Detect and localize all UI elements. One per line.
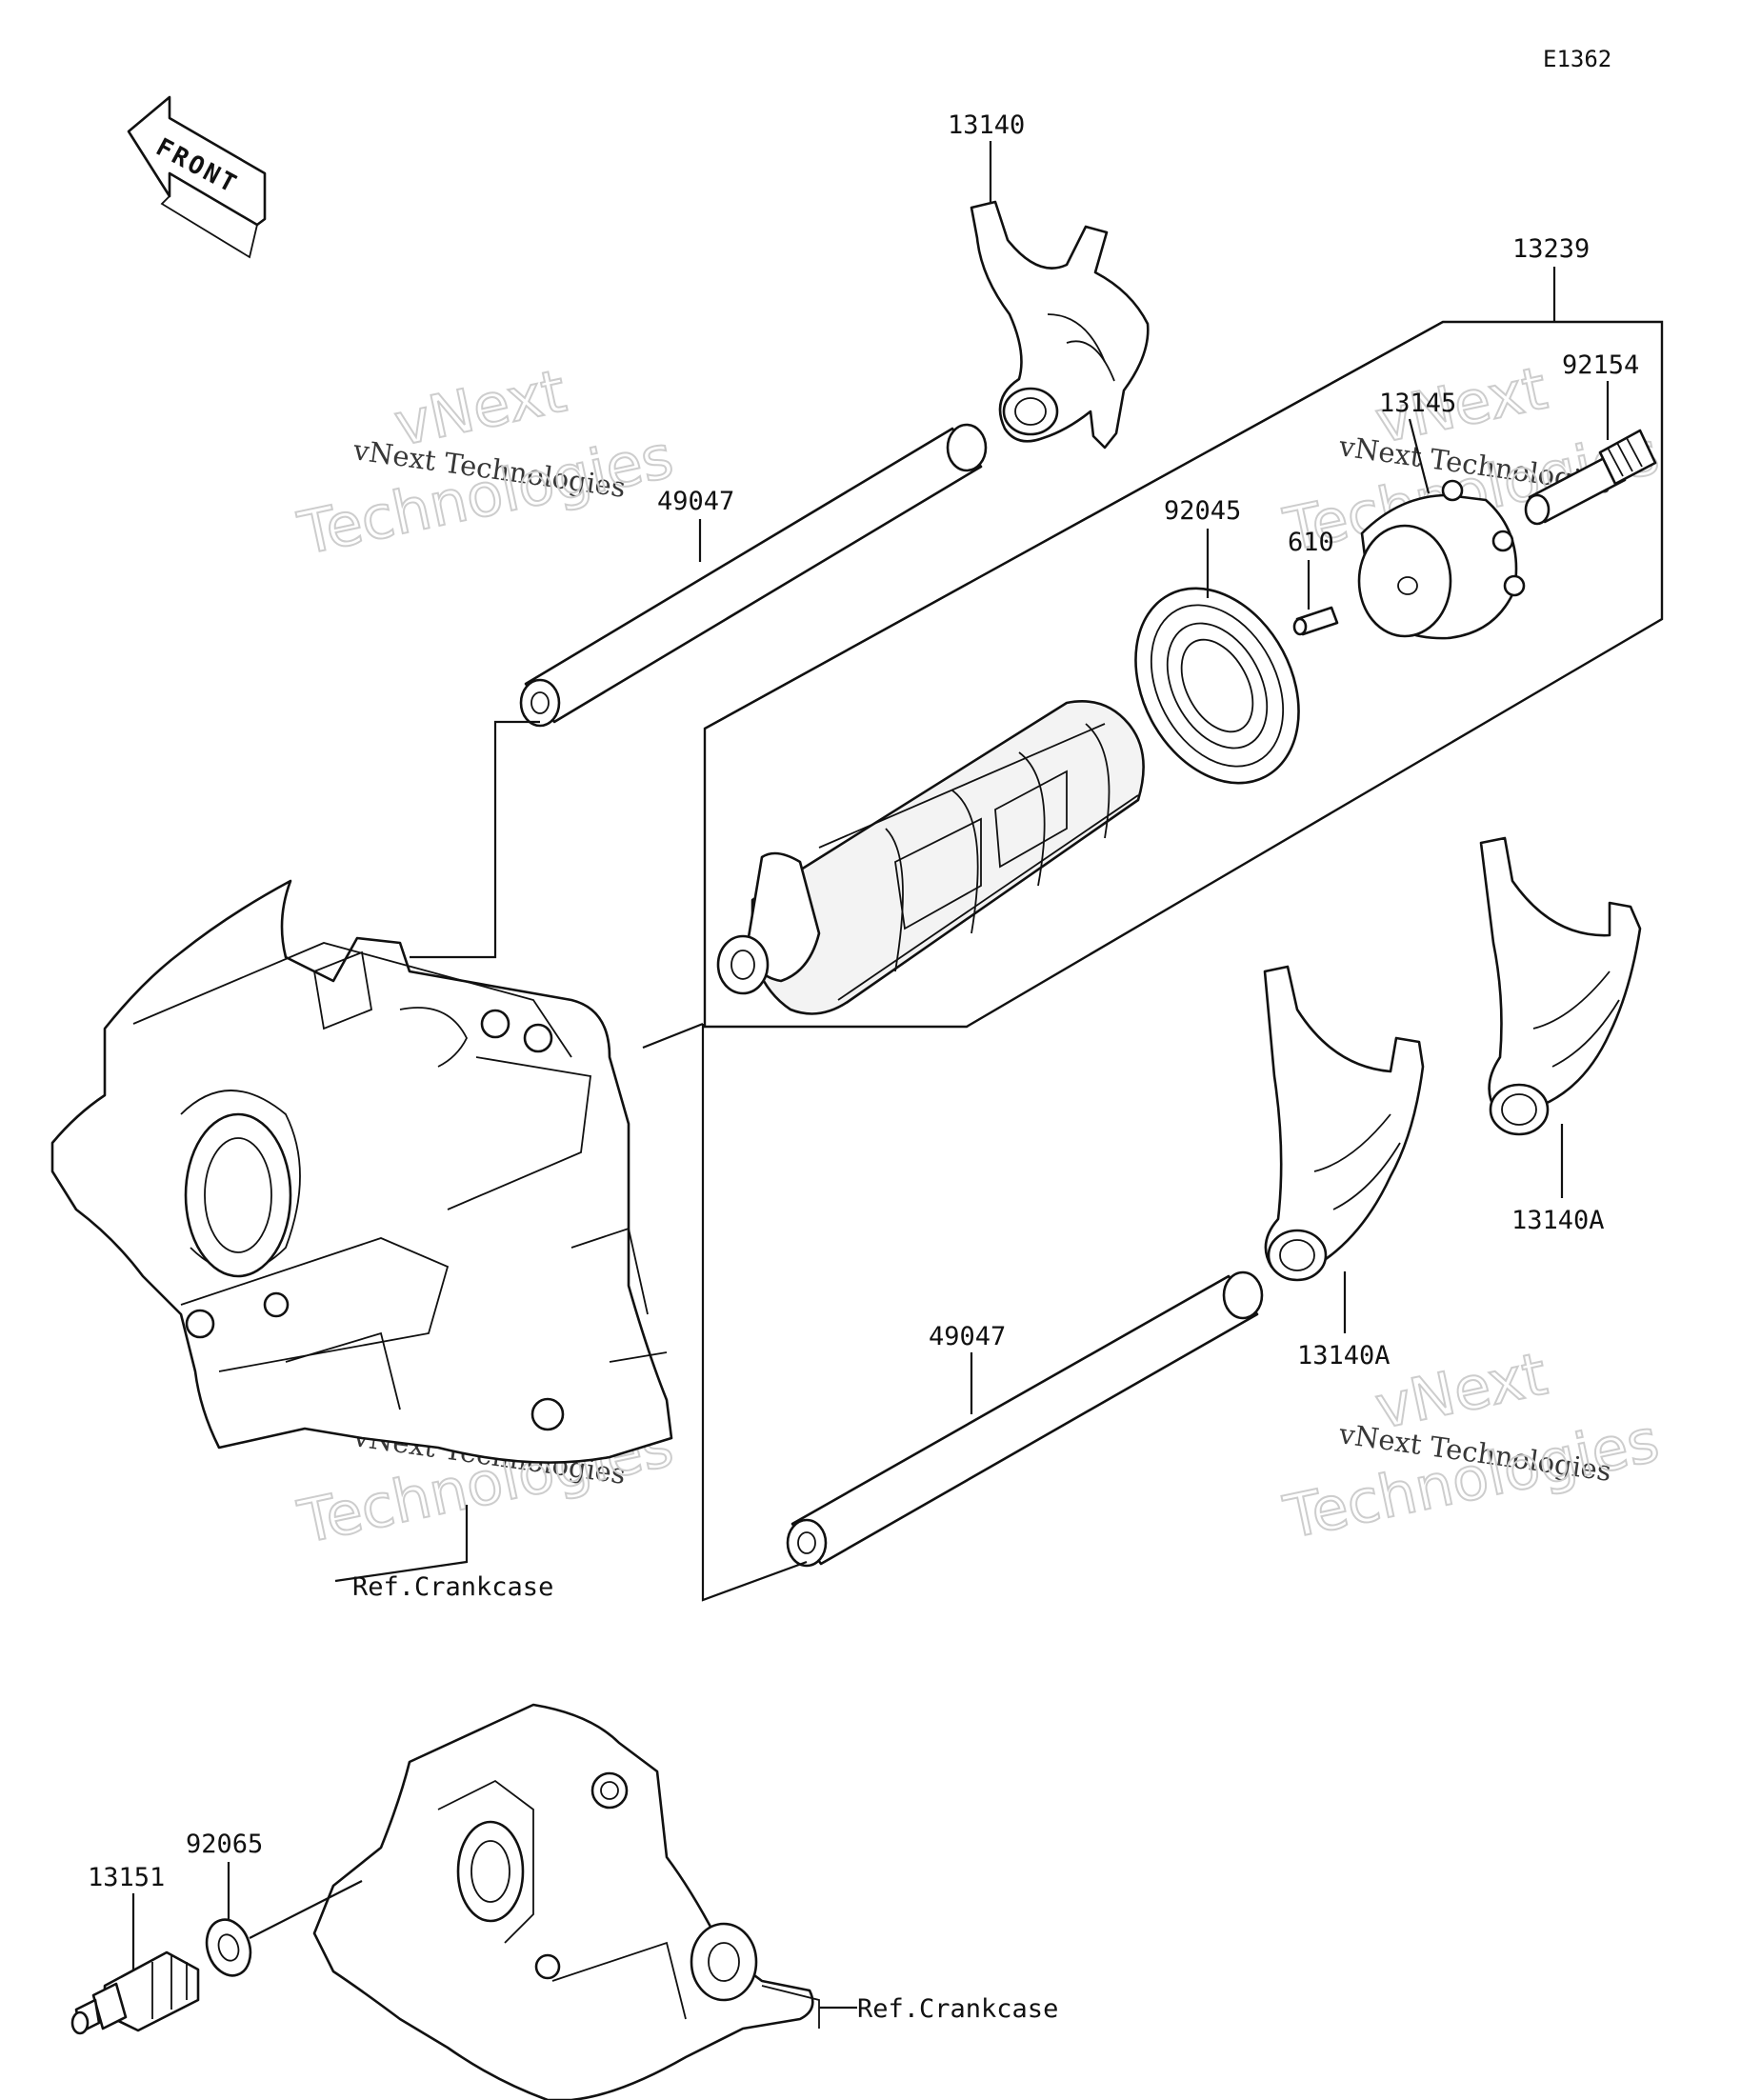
shift-fork-13140A-right (1479, 836, 1642, 1136)
part-label-92045: 92045 (1164, 496, 1241, 526)
svg-text:Technologies: Technologies (1278, 1405, 1665, 1551)
washer-92065 (205, 1918, 252, 1977)
leader-13145 (1408, 418, 1431, 494)
part-label-13140A-right: 13140A (1511, 1206, 1605, 1235)
part-label-49047-lower: 49047 (929, 1322, 1006, 1351)
pin-610 (1292, 606, 1339, 636)
part-label-92154: 92154 (1562, 350, 1639, 380)
leader-crankcase-upper (334, 1505, 469, 1583)
part-label-13151: 13151 (88, 1863, 165, 1892)
diagram-code: E1362 (1543, 46, 1611, 72)
gear-position-sensor-13151 (70, 1950, 200, 2035)
watermark-lower-right: vNext vNext Technologies Technologies (1277, 1338, 1666, 1553)
part-label-49047-upper: 49047 (657, 487, 734, 516)
crankcase-upper (50, 879, 673, 1464)
bearing-92045 (1134, 587, 1300, 785)
part-label-92065: 92065 (186, 1830, 263, 1859)
shift-rod-49047-lower (786, 1270, 1264, 1568)
ref-crankcase-upper: Ref.Crankcase (352, 1572, 553, 1602)
bolt-92154 (1524, 429, 1657, 526)
shift-fork-13140 (970, 200, 1150, 450)
svg-text:Technologies: Technologies (292, 421, 679, 568)
part-label-610: 610 (1288, 528, 1334, 557)
shift-rod-49047-upper (519, 423, 988, 728)
front-arrow-icon: FRONT (127, 95, 267, 259)
watermark-upper-left: vNext vNext Technologies Technologies (291, 355, 680, 570)
shift-fork-13140A-middle (1263, 965, 1425, 1282)
part-label-13145: 13145 (1379, 389, 1456, 418)
part-label-13140: 13140 (948, 110, 1025, 140)
shift-drum-cam-13145 (1357, 479, 1526, 640)
part-label-13239: 13239 (1512, 234, 1590, 264)
crankcase-lower (312, 1703, 820, 2100)
part-label-13140A-middle: 13140A (1297, 1341, 1391, 1370)
ref-crankcase-lower: Ref.Crankcase (857, 1994, 1058, 2024)
shift-drum (716, 700, 1145, 1015)
